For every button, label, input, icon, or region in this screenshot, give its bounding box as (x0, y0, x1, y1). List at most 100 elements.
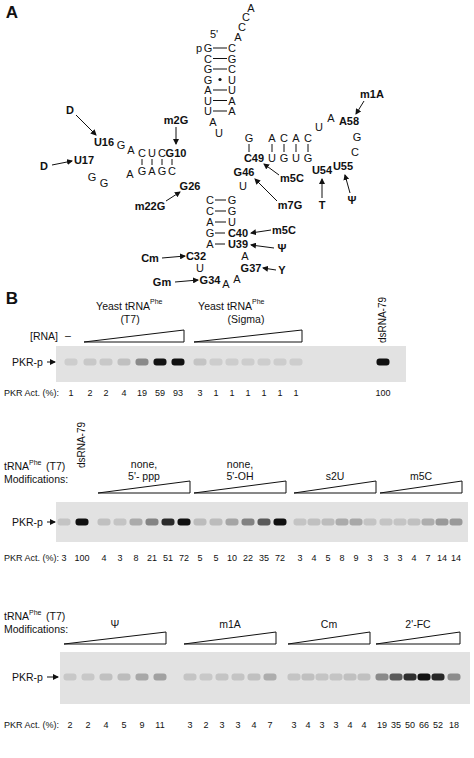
nucleotide: G (204, 64, 213, 75)
gel-band (377, 359, 390, 366)
gel-bands (58, 359, 463, 681)
activity-value: 19 (377, 721, 387, 730)
gel-band (376, 674, 389, 681)
gel-band (294, 519, 307, 526)
gel-band (288, 674, 301, 681)
leader-arrow (76, 115, 96, 135)
nucleotide: C (304, 133, 312, 144)
activity-value: 18 (449, 721, 459, 730)
numbered-nucleotide: U17 (74, 155, 94, 166)
gel-band (154, 674, 167, 681)
activity-value: PKR Act. (%): (4, 554, 59, 563)
gel-band (58, 519, 71, 526)
activity-value: 19 (137, 389, 147, 398)
base-pair-bond (152, 159, 153, 165)
gel-band (248, 674, 261, 681)
nucleotide: G (88, 172, 97, 183)
wobble-pair-dot (218, 78, 221, 81)
nucleotide: G (158, 166, 167, 177)
nucleotide: A (206, 217, 213, 228)
gel-label: (T7) (120, 314, 139, 325)
gel-band (76, 519, 89, 526)
gel-band (336, 519, 349, 526)
numbered-nucleotide: C32 (186, 251, 206, 262)
gel-label: (T7) (46, 611, 65, 622)
gel-band (136, 359, 149, 366)
band-pointer (47, 677, 58, 678)
gel-band (226, 519, 239, 526)
gel-image (60, 652, 470, 704)
gel-band (84, 359, 97, 366)
activity-value: 3 (397, 554, 402, 563)
gel-band (232, 674, 245, 681)
leader-arrow (175, 280, 198, 282)
base-pair-bond (215, 200, 226, 201)
gel-label: Modifications: (4, 474, 68, 485)
nucleotide: C (228, 43, 236, 54)
nucleotide: A (268, 133, 275, 144)
gel-label: s2U (326, 471, 345, 482)
nucleotide: C (158, 148, 166, 159)
activity-value: 35 (259, 554, 269, 563)
modification-label: Gm (153, 277, 171, 288)
base-pair-bond (172, 159, 173, 165)
nucleotide: U (315, 122, 323, 133)
numbered-nucleotide: G46 (234, 167, 255, 178)
leader-arrow (52, 161, 72, 165)
lane-label: dsRNA-79 (378, 297, 388, 343)
nucleotide: U (204, 95, 212, 106)
modification-label: Cm (141, 253, 159, 264)
gel-label: 5'-OH (226, 471, 253, 482)
activity-value: 4 (101, 554, 106, 563)
leader-arrow (345, 175, 350, 193)
nucleotide: C (168, 166, 176, 177)
leader-arrow (166, 192, 180, 201)
nucleotide: G (304, 153, 313, 164)
activity-value: 3 (333, 721, 338, 730)
nucleotide: A (234, 32, 241, 43)
gel-band (210, 519, 223, 526)
base-pair-bond (215, 233, 225, 234)
superscript: Phe (29, 609, 41, 616)
nucleotide: U (215, 128, 223, 139)
activity-value: 100 (74, 554, 89, 563)
concentration-wedge (84, 330, 184, 342)
gel-band (450, 519, 463, 526)
nucleotide: U (196, 263, 204, 274)
gel-band (178, 519, 191, 526)
gel-band (364, 519, 377, 526)
modification-label: m1A (360, 89, 384, 100)
band-pointer (47, 362, 55, 363)
concentration-wedge (376, 632, 460, 644)
nucleotide: C (280, 133, 288, 144)
concentration-wedge (294, 481, 376, 493)
activity-value: 1 (261, 389, 266, 398)
gel-band (274, 359, 287, 366)
gel-label: (T7) (46, 461, 65, 472)
gels (56, 346, 470, 704)
nucleotide: A (148, 166, 155, 177)
concentration-wedge (194, 330, 302, 342)
activity-value: 3 (235, 721, 240, 730)
activity-value: 14 (437, 554, 447, 563)
gel-label: Yeast tRNA (198, 301, 252, 312)
superscript: Phe (252, 298, 264, 305)
numbered-nucleotide: U16 (94, 137, 114, 148)
base-pair-bond (284, 144, 285, 152)
gel-label: none, (131, 459, 157, 470)
base-pair-bond (162, 159, 163, 165)
activity-value: 52 (433, 721, 443, 730)
activity-value: 3 (297, 554, 302, 563)
modification-label: D (66, 105, 74, 116)
numbered-nucleotide: G26 (180, 181, 201, 192)
base-pair-bond (213, 48, 227, 49)
base-pair-bond (142, 159, 143, 165)
nucleotide: C (351, 147, 359, 158)
gel-label: Ψ (111, 619, 120, 630)
nucleotide: A (126, 169, 133, 180)
gel-image (56, 502, 468, 542)
nucleotide: A (247, 3, 254, 14)
gel-band (210, 359, 223, 366)
nucleotide: C (204, 53, 212, 64)
activity-value: 1 (245, 389, 250, 398)
